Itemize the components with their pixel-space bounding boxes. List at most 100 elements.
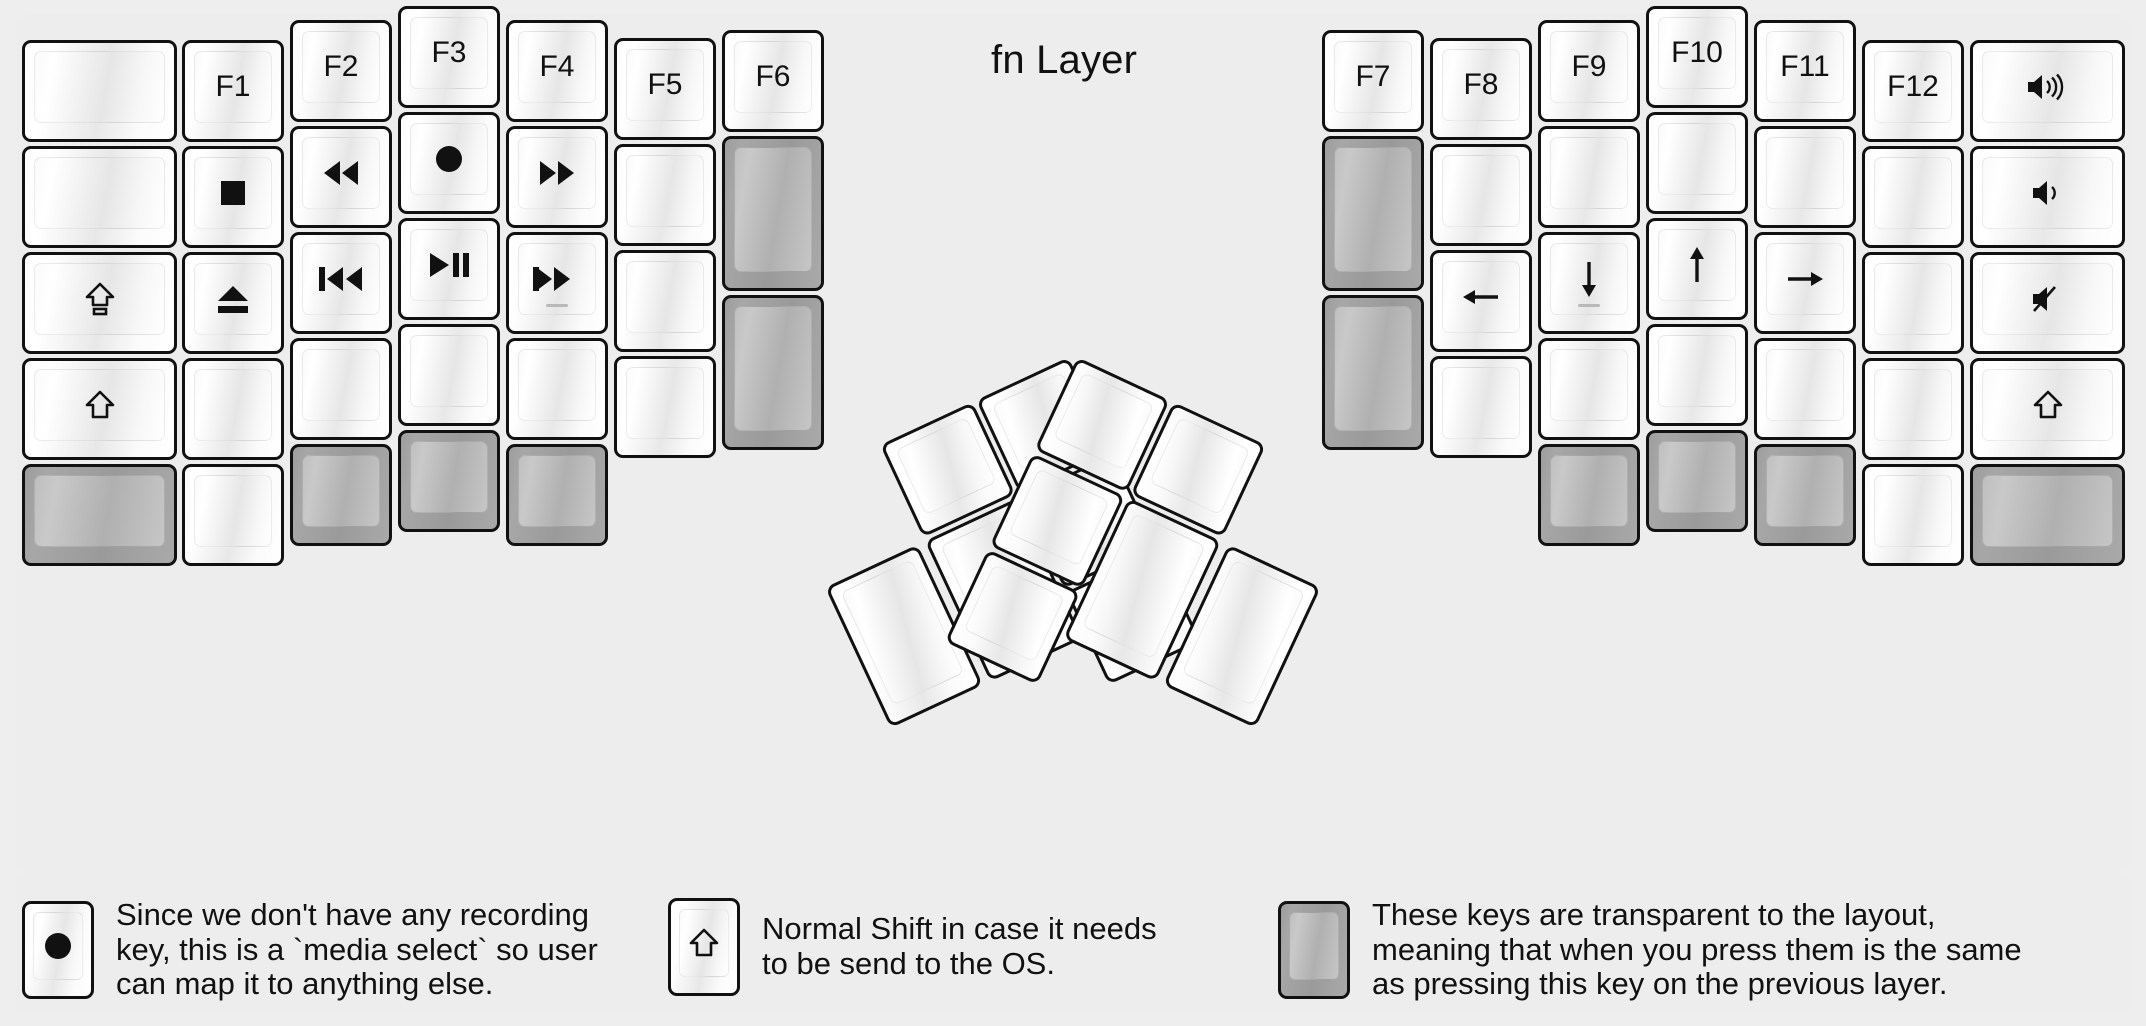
key-left-pinky-2[interactable] bbox=[182, 252, 284, 354]
key-left-index-inner-0[interactable]: F5 bbox=[614, 38, 716, 140]
key-right-pinky-outer-4[interactable] bbox=[1970, 464, 2125, 566]
key-left-index-2[interactable] bbox=[506, 232, 608, 334]
legend-key-0 bbox=[22, 901, 94, 1000]
key-left-middle-1[interactable] bbox=[398, 112, 500, 214]
key-left-middle-3[interactable] bbox=[398, 324, 500, 426]
key-right-ring-2[interactable] bbox=[1754, 232, 1856, 334]
key-left-ring-3[interactable] bbox=[290, 338, 392, 440]
key-right-index-inner-2[interactable] bbox=[1430, 250, 1532, 352]
key-label: F11 bbox=[1780, 50, 1830, 83]
key-right-pinky-1[interactable] bbox=[1862, 146, 1964, 248]
keycap-surface bbox=[1982, 157, 2113, 229]
shift-icon bbox=[2033, 390, 2063, 420]
key-left-index-1[interactable] bbox=[506, 126, 608, 228]
key-left-pinky-outer-2[interactable] bbox=[22, 252, 177, 354]
keycap-surface: F9 bbox=[1550, 31, 1628, 103]
key-left-index-3[interactable] bbox=[506, 338, 608, 440]
keycap-surface bbox=[626, 261, 704, 333]
key-left-ring-0[interactable]: F2 bbox=[290, 20, 392, 122]
key-left-index-inner-3[interactable] bbox=[614, 356, 716, 458]
key-right-middle-1[interactable] bbox=[1646, 112, 1748, 214]
legend-panel bbox=[14, 874, 2132, 1014]
key-left-extra-inner-2[interactable] bbox=[722, 295, 824, 450]
key-right-pinky-outer-1[interactable] bbox=[1970, 146, 2125, 248]
key-right-extra-inner-2[interactable] bbox=[1322, 295, 1424, 450]
key-left-middle-2[interactable] bbox=[398, 218, 500, 320]
key-left-ring-2[interactable] bbox=[290, 232, 392, 334]
key-label: F8 bbox=[1463, 68, 1499, 101]
key-left-middle-0[interactable]: F3 bbox=[398, 6, 500, 108]
keycap-surface bbox=[1442, 367, 1520, 439]
key-right-pinky-0[interactable]: F12 bbox=[1862, 40, 1964, 142]
key-right-index-inner-3[interactable] bbox=[1430, 356, 1532, 458]
keycap-surface bbox=[1766, 243, 1844, 315]
key-right-pinky-3[interactable] bbox=[1862, 358, 1964, 460]
legend-item-0: Since we don't have any recording key, t… bbox=[22, 897, 598, 1002]
key-right-index-1[interactable] bbox=[1538, 126, 1640, 228]
legend-text-2: These keys are transparent to the layout… bbox=[1372, 897, 2022, 1002]
key-right-index-2[interactable] bbox=[1538, 232, 1640, 334]
keycap-surface: F10 bbox=[1658, 17, 1736, 89]
keycap-surface bbox=[1442, 261, 1520, 333]
keycap-surface bbox=[1982, 475, 2113, 547]
key-left-pinky-0[interactable]: F1 bbox=[182, 40, 284, 142]
keycap-surface: F1 bbox=[194, 51, 272, 123]
keycap-surface bbox=[1442, 155, 1520, 227]
keycap-surface bbox=[1874, 157, 1952, 229]
key-right-index-inner-0[interactable]: F8 bbox=[1430, 38, 1532, 140]
key-right-pinky-4[interactable] bbox=[1862, 464, 1964, 566]
key-right-middle-2[interactable] bbox=[1646, 218, 1748, 320]
keycap-surface bbox=[34, 51, 165, 123]
keycap-surface bbox=[34, 369, 165, 441]
key-right-pinky-2[interactable] bbox=[1862, 252, 1964, 354]
key-right-middle-4[interactable] bbox=[1646, 430, 1748, 532]
key-right-index-0[interactable]: F9 bbox=[1538, 20, 1640, 122]
keycap-surface bbox=[1982, 51, 2113, 123]
key-left-index-inner-1[interactable] bbox=[614, 144, 716, 246]
key-right-middle-3[interactable] bbox=[1646, 324, 1748, 426]
key-left-index-4[interactable] bbox=[506, 444, 608, 546]
key-left-pinky-outer-4[interactable] bbox=[22, 464, 177, 566]
key-right-index-4[interactable] bbox=[1538, 444, 1640, 546]
key-right-extra-inner-0[interactable]: F7 bbox=[1322, 30, 1424, 132]
keycap-surface bbox=[1550, 349, 1628, 421]
key-left-ring-1[interactable] bbox=[290, 126, 392, 228]
keycap-surface bbox=[963, 564, 1065, 663]
key-left-pinky-1[interactable] bbox=[182, 146, 284, 248]
keycap-surface bbox=[895, 416, 997, 516]
key-right-ring-4[interactable] bbox=[1754, 444, 1856, 546]
key-left-ring-4[interactable] bbox=[290, 444, 392, 546]
key-right-pinky-outer-3[interactable] bbox=[1970, 358, 2125, 460]
shift-icon bbox=[85, 390, 115, 420]
keycap-surface bbox=[194, 263, 272, 335]
key-left-pinky-outer-1[interactable] bbox=[22, 146, 177, 248]
keycap-surface bbox=[410, 335, 488, 407]
key-left-extra-inner-0[interactable]: F6 bbox=[722, 30, 824, 132]
key-right-index-inner-1[interactable] bbox=[1430, 144, 1532, 246]
key-label: F9 bbox=[1571, 50, 1607, 83]
keycap-surface: F12 bbox=[1874, 51, 1952, 123]
key-right-ring-3[interactable] bbox=[1754, 338, 1856, 440]
keycap-surface bbox=[410, 441, 488, 513]
keycap-surface bbox=[302, 243, 380, 315]
key-right-pinky-outer-2[interactable] bbox=[1970, 252, 2125, 354]
key-left-middle-4[interactable] bbox=[398, 430, 500, 532]
key-right-middle-0[interactable]: F10 bbox=[1646, 6, 1748, 108]
arrow-down-icon bbox=[1577, 259, 1601, 299]
key-left-pinky-outer-0[interactable] bbox=[22, 40, 177, 142]
key-right-index-3[interactable] bbox=[1538, 338, 1640, 440]
key-right-ring-0[interactable]: F11 bbox=[1754, 20, 1856, 122]
legend-item-2: These keys are transparent to the layout… bbox=[1278, 897, 2022, 1002]
key-left-index-inner-2[interactable] bbox=[614, 250, 716, 352]
key-right-extra-inner-1[interactable] bbox=[1322, 136, 1424, 291]
key-label: F1 bbox=[215, 70, 251, 103]
key-left-extra-inner-1[interactable] bbox=[722, 136, 824, 291]
key-right-pinky-outer-0[interactable] bbox=[1970, 40, 2125, 142]
key-left-pinky-3[interactable] bbox=[182, 358, 284, 460]
key-left-index-0[interactable]: F4 bbox=[506, 20, 608, 122]
key-left-pinky-4[interactable] bbox=[182, 464, 284, 566]
key-left-pinky-outer-3[interactable] bbox=[22, 358, 177, 460]
key-right-ring-1[interactable] bbox=[1754, 126, 1856, 228]
key-label: F7 bbox=[1355, 60, 1391, 93]
keycap-surface bbox=[302, 137, 380, 209]
